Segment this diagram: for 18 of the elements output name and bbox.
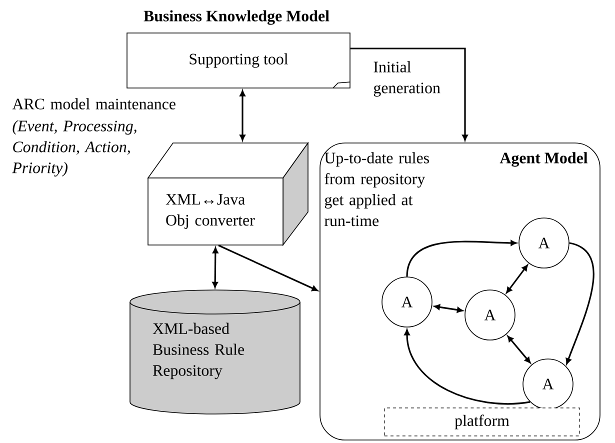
arrow	[406, 240, 517, 277]
arrow	[507, 336, 531, 364]
arrow	[240, 90, 246, 141]
database-cylinder: XML-based Business Rule Repository	[130, 290, 300, 414]
note-text: Up-to-date rules from repository get applied at run-time	[324, 152, 429, 226]
arrow	[218, 244, 318, 292]
annotation-text: ARC model maintenance	[12, 98, 176, 110]
arrow	[212, 247, 218, 288]
document-box: Supporting tool	[126, 32, 350, 88]
arrow	[350, 48, 468, 141]
arrow	[404, 329, 530, 405]
edge-label: Initial generation	[372, 60, 454, 98]
heading: Business Knowledge Model	[144, 10, 330, 25]
annotation-text: (Event, Processing, Condition, Action, Priority)	[12, 120, 136, 177]
arrow	[506, 264, 528, 294]
heading: Agent Model	[500, 152, 588, 167]
arrow	[566, 242, 594, 364]
arrow	[434, 304, 463, 313]
